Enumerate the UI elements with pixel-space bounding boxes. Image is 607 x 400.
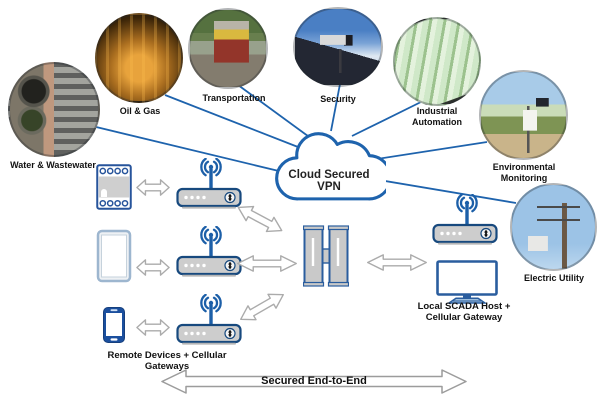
environmental-monitoring-label: Environmental Monitoring bbox=[492, 162, 556, 183]
connector-line-electric bbox=[378, 179, 517, 204]
connector-line-security bbox=[330, 83, 341, 132]
transportation-photo bbox=[188, 8, 268, 89]
secured-end-to-end-arrow bbox=[161, 369, 467, 394]
connector-line-environmental bbox=[376, 141, 488, 160]
secured-end-to-end-label: Secured End-to-End bbox=[261, 375, 367, 387]
cloud-shape bbox=[275, 132, 386, 201]
wifi-antenna-icon bbox=[200, 158, 222, 191]
double-arrow-icon bbox=[236, 253, 298, 274]
connector-line-transportation bbox=[237, 84, 313, 140]
connector-line-oil-gas bbox=[164, 94, 299, 148]
wifi-antenna-icon bbox=[456, 194, 478, 227]
connector-line-water bbox=[91, 125, 284, 173]
double-arrow-icon bbox=[136, 317, 170, 338]
industrial-automation-photo bbox=[393, 17, 481, 106]
electric-utility-photo bbox=[510, 183, 597, 271]
industrial-automation-label: Industrial Automation bbox=[412, 106, 462, 127]
oil-gas-label: Oil & Gas bbox=[119, 106, 161, 116]
security-label: Security bbox=[320, 94, 356, 104]
cellular-router-icon bbox=[176, 158, 242, 209]
double-arrow-icon bbox=[232, 197, 288, 241]
double-arrow-icon bbox=[234, 284, 290, 329]
environmental-monitoring-photo bbox=[479, 70, 568, 160]
cellular-router-icon bbox=[432, 194, 498, 245]
connector-line-industrial bbox=[351, 99, 426, 137]
wifi-antenna-icon bbox=[200, 226, 222, 259]
server-rack-icon bbox=[303, 225, 349, 287]
cellular-router-icon bbox=[176, 226, 242, 277]
plc-device-icon bbox=[96, 164, 132, 210]
double-arrow-icon bbox=[366, 252, 428, 273]
smartphone-icon bbox=[103, 307, 125, 343]
security-photo bbox=[293, 7, 383, 87]
transportation-label: Transportation bbox=[202, 93, 266, 103]
double-arrow-icon bbox=[136, 177, 170, 198]
double-arrow-icon bbox=[136, 257, 170, 278]
scada-monitor-icon bbox=[436, 260, 498, 304]
oil-gas-photo bbox=[95, 13, 183, 103]
water-wastewater-label: Water & Wastewater bbox=[10, 160, 96, 170]
scada-host-label: Local SCADA Host + Cellular Gateway bbox=[417, 301, 511, 323]
electric-utility-label: Electric Utility bbox=[523, 273, 585, 283]
cloud-vpn-label: Cloud Secured VPN bbox=[288, 169, 370, 193]
cellular-router-icon bbox=[176, 294, 242, 345]
wifi-antenna-icon bbox=[200, 294, 222, 327]
remote-devices-label: Remote Devices + Cellular Gateways bbox=[107, 350, 227, 372]
tablet-icon bbox=[96, 229, 132, 283]
water-wastewater-photo bbox=[8, 62, 100, 157]
